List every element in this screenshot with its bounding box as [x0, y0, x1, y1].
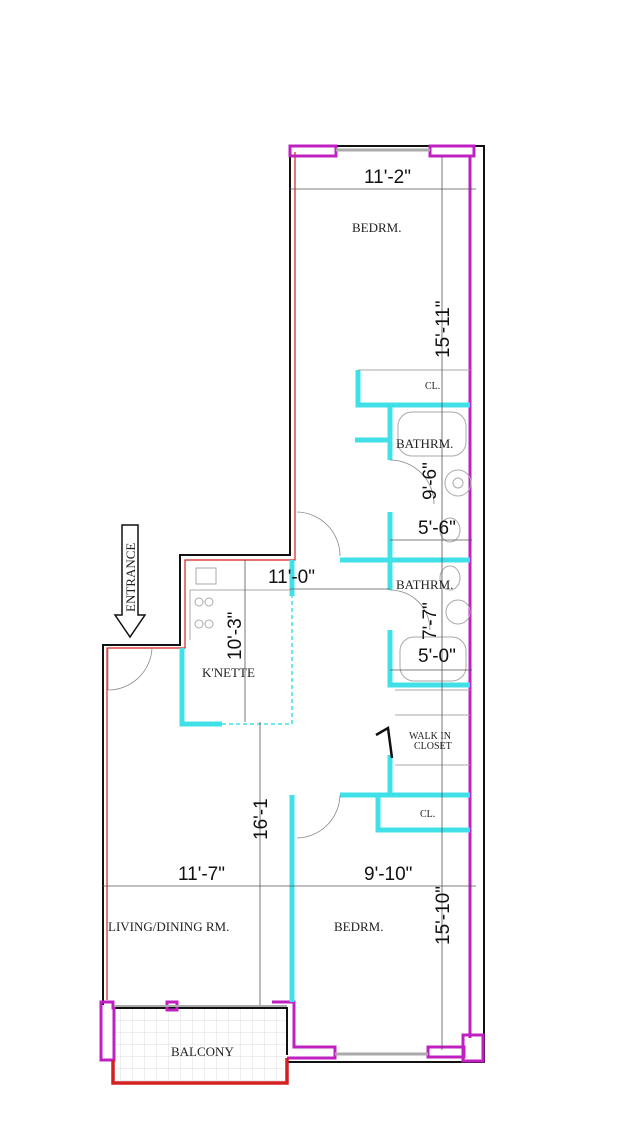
bathtub-1 — [397, 411, 467, 457]
window-frame — [428, 144, 476, 158]
fixtures — [194, 411, 472, 682]
room-label-closet-top: CL. — [425, 381, 440, 392]
entrance-arrow-icon — [113, 524, 147, 639]
dim-bedroom-top-width: 11'-2" — [364, 167, 411, 188]
dim-bath1-depth: 9'-6" — [420, 462, 441, 500]
dim-bedroom-top-depth: 15'-11" — [433, 300, 454, 358]
balcony-railing — [111, 1058, 289, 1085]
kitchen-sink — [195, 567, 217, 585]
room-label-living-dining: LIVING/DINING RM. — [108, 919, 229, 934]
exterior-walls — [99, 144, 485, 1085]
dim-kitchenette-depth: 10'-3" — [225, 612, 246, 660]
bedroom-door — [296, 511, 341, 557]
toilet-1 — [439, 517, 461, 543]
room-label-bathroom-1: BATHRM. — [396, 436, 453, 451]
room-label-bathroom-2: BATHRM. — [396, 577, 453, 592]
dim-living-width: 11'-7" — [178, 864, 225, 885]
dim-bedroom-bottom-width: 9'-10" — [364, 864, 412, 885]
sink-1 — [444, 469, 472, 497]
sink-2 — [445, 599, 471, 625]
room-label-balcony: BALCONY — [171, 1044, 234, 1059]
window-frame — [288, 144, 338, 158]
room-label-bedroom-top: BEDRM. — [352, 220, 401, 235]
dim-bath1-width: 5'-6" — [418, 518, 456, 539]
bathtub-2 — [399, 636, 467, 682]
balcony-floor — [114, 1008, 286, 1083]
room-label-bedroom-bottom: BEDRM. — [334, 919, 383, 934]
dim-bedroom-bottom-depth: 15'-10" — [433, 886, 454, 945]
room-label-walk-in-closet: WALK IN — [409, 731, 451, 742]
dim-bath2-depth: 7'-7" — [420, 602, 441, 640]
toilet-2 — [439, 565, 461, 591]
closet-door — [375, 725, 394, 759]
dimension-lines — [103, 156, 476, 1050]
room-label-kitchenette: K'NETTE — [202, 665, 255, 680]
room-label-walk-in-closet-2: CLOSET — [414, 741, 452, 752]
dim-living-depth: 16'-1 — [251, 798, 272, 840]
partitions — [179, 369, 470, 1002]
dim-bath2-width: 5'-0" — [418, 646, 456, 667]
doors — [107, 459, 435, 839]
entrance-label: ENTRANCE — [123, 543, 138, 612]
room-label-closet-bottom: CL. — [420, 809, 435, 820]
entrance-door — [107, 647, 153, 691]
dim-hall-width: 11'-0" — [268, 567, 315, 588]
stove-burner — [194, 597, 204, 607]
